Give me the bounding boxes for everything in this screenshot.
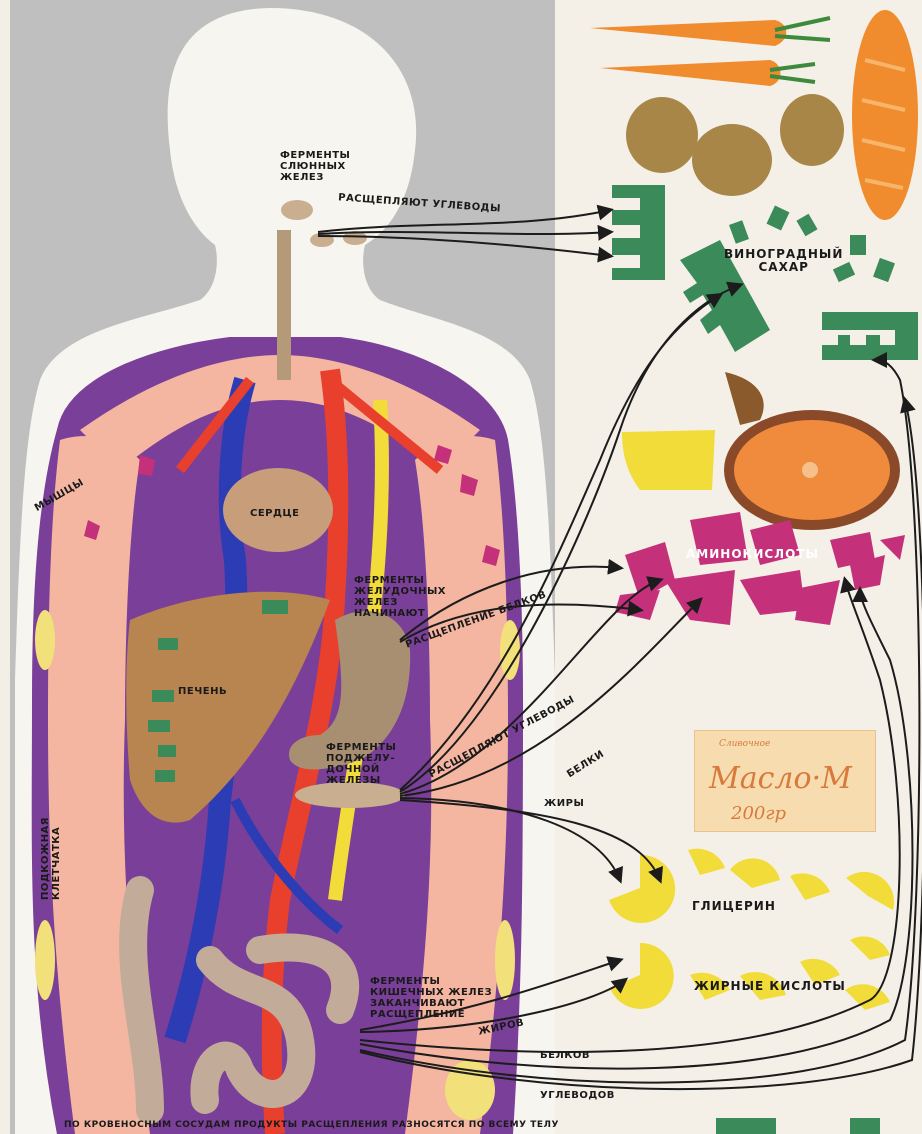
cheese	[622, 430, 715, 490]
subcutaneous-label: ПОДКОЖНАЯ КЛЕТЧАТКА	[40, 817, 62, 900]
bread-loaf	[852, 10, 918, 220]
of-carbs-label: УГЛЕВОДОВ	[540, 1090, 615, 1101]
saliva-enzymes-label: ФЕРМЕНТЫ СЛЮННЫХ ЖЕЛЕЗ	[280, 150, 350, 183]
of-proteins-label: БЕЛКОВ	[540, 1050, 590, 1061]
esophagus	[277, 230, 291, 380]
butter-small-label: Сливочное	[719, 739, 770, 749]
intestine-enzymes-label: ФЕРМЕНТЫ КИШЕЧНЫХ ЖЕЛЕЗ ЗАКАНЧИВАЮТ РАСЩ…	[370, 976, 492, 1020]
amino-acids-label: АМИНОКИСЛОТЫ	[686, 548, 819, 561]
fatty-acids-label: ЖИРНЫЕ КИСЛОТЫ	[694, 980, 846, 993]
butter-package: Сливочное Масло·М 200гр	[694, 730, 876, 832]
fats-label: ЖИРЫ	[544, 798, 584, 809]
stomach-enzymes-label: ФЕРМЕНТЫ ЖЕЛУДОЧНЫХ ЖЕЛЕЗ НАЧИНАЮТ	[354, 575, 446, 619]
grape-sugar-label: ВИНОГРАДНЫЙ САХАР	[724, 248, 843, 274]
liver-label: ПЕЧЕНЬ	[178, 686, 227, 697]
butter-weight: 200гр	[731, 803, 786, 824]
heart-label: СЕРДЦЕ	[250, 508, 300, 519]
pancreas-enzymes-label: ФЕРМЕНТЫ ПОДЖЕЛУ- ДОЧНОЙ ЖЕЛЕЗЫ	[326, 742, 396, 786]
bottom-caption: ПО КРОВЕНОСНЫМ СОСУДАМ ПРОДУКТЫ РАСЩЕПЛЕ…	[64, 1120, 559, 1131]
glycerin-label: ГЛИЦЕРИН	[692, 900, 776, 913]
butter-name: Масло·М	[709, 761, 852, 796]
